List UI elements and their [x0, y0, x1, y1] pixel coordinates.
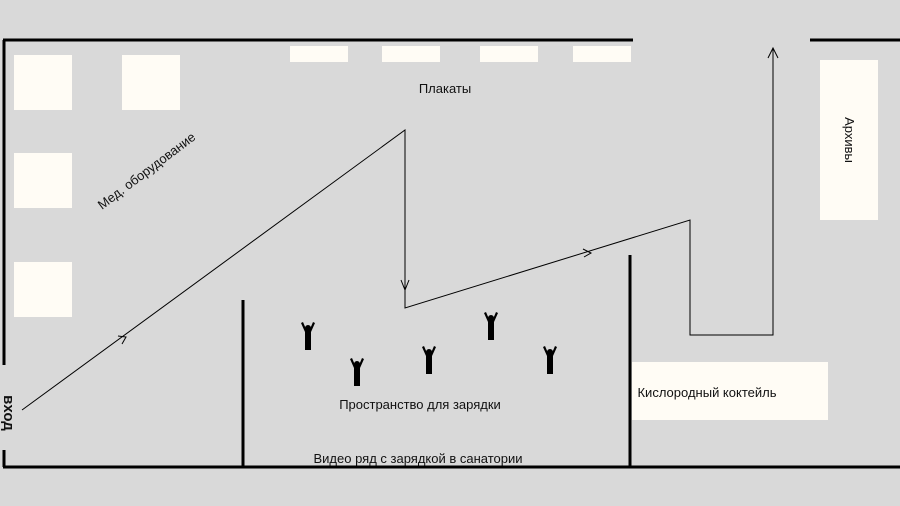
med-equipment-box [14, 262, 72, 317]
med-equipment-box [14, 55, 72, 110]
walls [2, 38, 900, 469]
arrow-icon [400, 279, 410, 292]
poster [290, 46, 348, 62]
arrow-icon [582, 248, 593, 258]
med-equipment-box [14, 153, 72, 208]
poster [573, 46, 631, 62]
route-path [21, 46, 779, 411]
furniture [14, 46, 878, 420]
posters-label: Плакаты [419, 81, 471, 96]
archives-shelf [820, 60, 878, 220]
archives-label: Архивы [842, 117, 857, 163]
arrow-up-icon [767, 46, 779, 59]
poster [480, 46, 538, 62]
oxygen-cocktail-counter [632, 362, 828, 420]
poster [382, 46, 440, 62]
arrow-icon [117, 335, 127, 345]
exercise-space-label: Пространство для зарядки [339, 397, 501, 412]
entrance-label: вход [0, 395, 17, 431]
video-label: Видео ряд с зарядкой в санатории [313, 451, 522, 466]
med-equipment-box [122, 55, 180, 110]
oxygen-cocktail-label: Кислородный коктейль [637, 385, 776, 400]
